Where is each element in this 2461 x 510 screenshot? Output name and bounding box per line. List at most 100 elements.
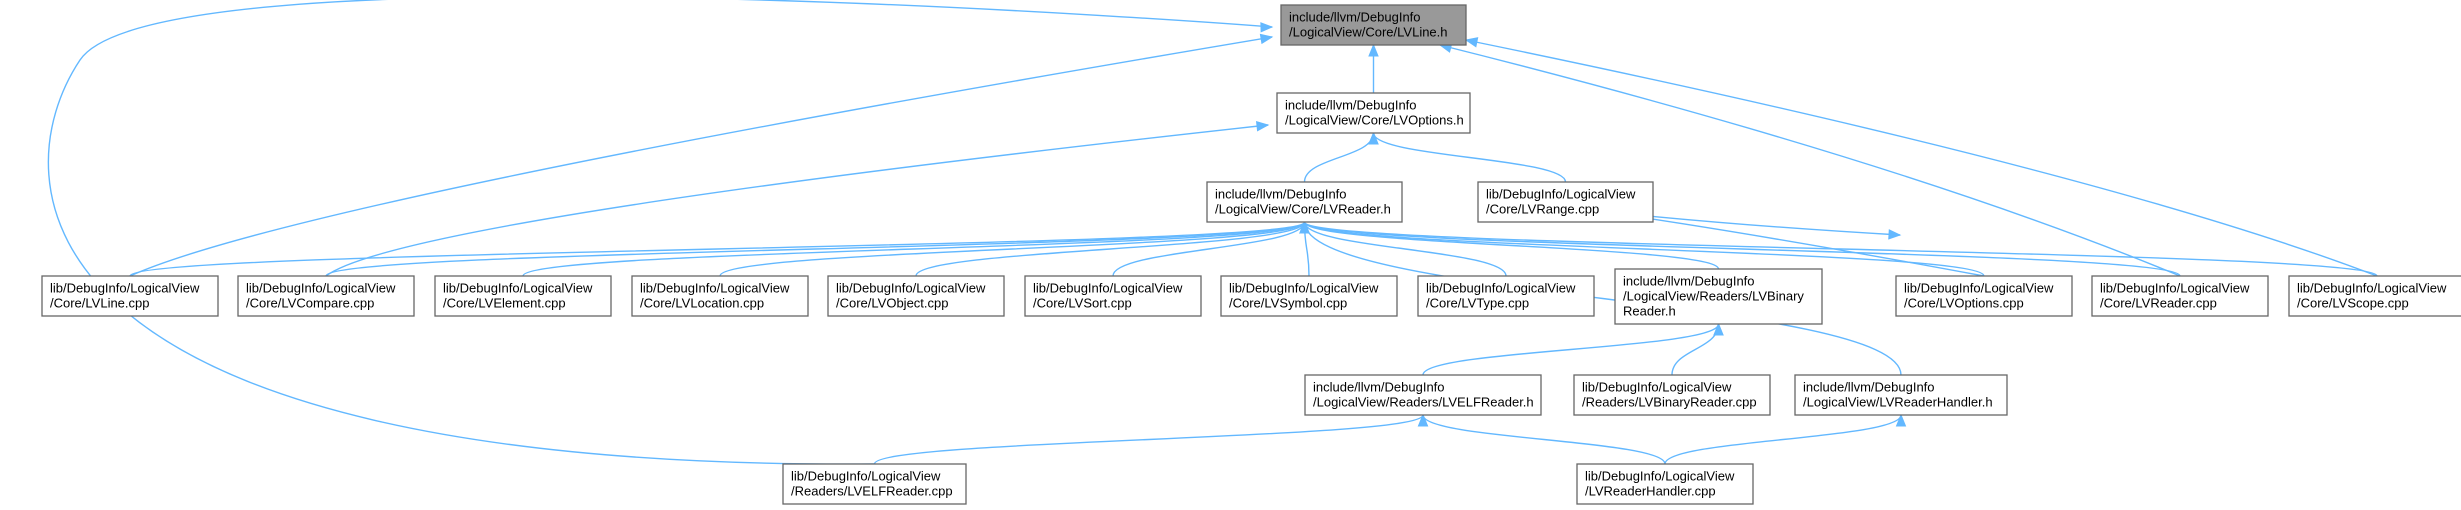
graph-node[interactable]: lib/DebugInfo/LogicalView/Core/LVReader.…: [2091, 275, 2269, 317]
edges-layer: [47, 0, 2378, 465]
graph-node[interactable]: lib/DebugInfo/LogicalView/Core/LVLine.cp…: [41, 275, 219, 317]
node-label-line: /LogicalView/Core/LVReader.h: [1215, 202, 1391, 217]
node-label-line: /LogicalView/Core/LVLine.h: [1289, 25, 1448, 40]
dependency-edge: [1303, 132, 1375, 183]
node-label-line: include/llvm/DebugInfo: [1215, 187, 1347, 202]
dependency-edge: [873, 414, 1424, 465]
dependency-edge: [1422, 414, 1666, 465]
graph-node[interactable]: lib/DebugInfo/LogicalView/Core/LVSort.cp…: [1024, 275, 1202, 317]
dependency-edge: [1671, 323, 1720, 376]
dependency-edge: [1303, 221, 2181, 277]
node-box: [1794, 374, 2008, 416]
graph-node[interactable]: include/llvm/DebugInfo/LogicalView/Reade…: [1614, 268, 1823, 325]
graph-node[interactable]: lib/DebugInfo/LogicalView/Core/LVLocatio…: [631, 275, 809, 317]
node-box: [1417, 275, 1595, 317]
node-box: [782, 463, 967, 505]
node-label-line: /Core/LVRange.cpp: [1486, 202, 1599, 217]
node-box: [41, 275, 219, 317]
graph-node[interactable]: include/llvm/DebugInfo/LogicalView/Reade…: [1304, 374, 1542, 416]
dependency-edge: [129, 36, 1273, 277]
graph-node[interactable]: lib/DebugInfo/LogicalView/Core/LVScope.c…: [2288, 275, 2461, 317]
dependency-edge: [1422, 323, 1720, 376]
graph-node[interactable]: lib/DebugInfo/LogicalView/Core/LVElement…: [434, 275, 612, 317]
graph-node[interactable]: include/llvm/DebugInfo/LogicalView/Core/…: [1206, 181, 1403, 223]
node-label-line: lib/DebugInfo/LogicalView: [246, 281, 396, 296]
node-box: [1220, 275, 1398, 317]
dependency-edge: [1372, 132, 1567, 183]
edge-arrowhead: [1888, 229, 1902, 240]
node-label-line: lib/DebugInfo/LogicalView: [443, 281, 593, 296]
node-label-line: include/llvm/DebugInfo: [1623, 274, 1755, 289]
graph-node[interactable]: lib/DebugInfo/LogicalView/Core/LVObject.…: [827, 275, 1005, 317]
node-box: [434, 275, 612, 317]
node-label-line: lib/DebugInfo/LogicalView: [836, 281, 986, 296]
node-label-line: lib/DebugInfo/LogicalView: [1033, 281, 1183, 296]
node-label-line: lib/DebugInfo/LogicalView: [1229, 281, 1379, 296]
dependency-edge: [129, 221, 1306, 277]
edge-arrowhead: [1895, 413, 1907, 427]
dependency-edge: [47, 0, 1273, 465]
node-label-line: include/llvm/DebugInfo: [1313, 380, 1445, 395]
node-box: [1614, 268, 1823, 325]
graph-node[interactable]: lib/DebugInfo/LogicalView/Core/LVOptions…: [1895, 275, 2073, 317]
node-label-line: lib/DebugInfo/LogicalView: [2100, 281, 2250, 296]
node-label-line: /Core/LVLine.cpp: [50, 296, 150, 311]
node-label-line: /Core/LVLocation.cpp: [640, 296, 764, 311]
graph-node[interactable]: lib/DebugInfo/LogicalView/Readers/LVBina…: [1573, 374, 1771, 416]
node-box: [2091, 275, 2269, 317]
node-label-line: /Core/LVObject.cpp: [836, 296, 948, 311]
graph-node[interactable]: include/llvm/DebugInfo/LogicalView/Core/…: [1276, 92, 1471, 134]
graph-node-root[interactable]: include/llvm/DebugInfo/LogicalView/Core/…: [1280, 4, 1467, 46]
edge-arrowhead: [1417, 413, 1429, 427]
node-label-line: lib/DebugInfo/LogicalView: [791, 469, 941, 484]
graph-node[interactable]: lib/DebugInfo/LogicalView/LVReaderHandle…: [1576, 463, 1754, 505]
dependency-edge: [1303, 221, 1985, 277]
graph-node[interactable]: lib/DebugInfo/LogicalView/Core/LVCompare…: [237, 275, 415, 317]
node-label-line: lib/DebugInfo/LogicalView: [1426, 281, 1576, 296]
node-label-line: /Readers/LVBinaryReader.cpp: [1582, 395, 1757, 410]
node-label-line: include/llvm/DebugInfo: [1289, 10, 1421, 25]
node-box: [631, 275, 809, 317]
dependency-edge: [1664, 414, 1902, 465]
node-box: [237, 275, 415, 317]
dependency-edge: [1439, 44, 2181, 277]
edge-arrowhead: [1368, 43, 1379, 57]
node-box: [1276, 92, 1471, 134]
node-label-line: include/llvm/DebugInfo: [1285, 98, 1417, 113]
node-label-line: /Core/LVCompare.cpp: [246, 296, 374, 311]
edge-arrowhead: [1259, 33, 1274, 45]
node-label-line: /LogicalView/LVReaderHandler.h: [1803, 395, 1993, 410]
node-label-line: /Core/LVType.cpp: [1426, 296, 1529, 311]
node-label-line: lib/DebugInfo/LogicalView: [1904, 281, 2054, 296]
node-label-line: /Core/LVReader.cpp: [2100, 296, 2217, 311]
edge-arrowhead: [1713, 322, 1724, 336]
graph-node[interactable]: lib/DebugInfo/LogicalView/Core/LVSymbol.…: [1220, 275, 1398, 317]
node-box: [827, 275, 1005, 317]
nodes-layer: include/llvm/DebugInfo/LogicalView/Core/…: [41, 4, 2461, 505]
node-label-line: lib/DebugInfo/LogicalView: [640, 281, 790, 296]
node-label-line: lib/DebugInfo/LogicalView: [1486, 187, 1636, 202]
graph-node[interactable]: lib/DebugInfo/LogicalView/Core/LVType.cp…: [1417, 275, 1595, 317]
graph-node[interactable]: include/llvm/DebugInfo/LogicalView/LVRea…: [1794, 374, 2008, 416]
edge-arrowhead: [1368, 131, 1379, 145]
edge-arrowhead: [1464, 37, 1479, 48]
node-label-line: lib/DebugInfo/LogicalView: [1585, 469, 1735, 484]
node-label-line: /Core/LVSymbol.cpp: [1229, 296, 1347, 311]
node-box: [1477, 181, 1654, 223]
node-label-line: lib/DebugInfo/LogicalView: [50, 281, 200, 296]
node-label-line: lib/DebugInfo/LogicalView: [1582, 380, 1732, 395]
dependency-edge: [1303, 221, 2378, 277]
edge-arrowhead: [1255, 121, 1270, 132]
node-label-line: /Core/LVOptions.cpp: [1904, 296, 2024, 311]
node-box: [1895, 275, 2073, 317]
graph-node[interactable]: lib/DebugInfo/LogicalView/Readers/LVELFR…: [782, 463, 967, 505]
dependency-edge: [1303, 221, 1902, 376]
node-box: [1206, 181, 1403, 223]
node-label-line: /Core/LVScope.cpp: [2297, 296, 2409, 311]
node-label-line: /Readers/LVELFReader.cpp: [791, 484, 953, 499]
node-label-line: /LogicalView/Readers/LVELFReader.h: [1313, 395, 1534, 410]
node-label-line: include/llvm/DebugInfo: [1803, 380, 1935, 395]
node-box: [1304, 374, 1542, 416]
graph-node[interactable]: lib/DebugInfo/LogicalView/Core/LVRange.c…: [1477, 181, 1654, 223]
